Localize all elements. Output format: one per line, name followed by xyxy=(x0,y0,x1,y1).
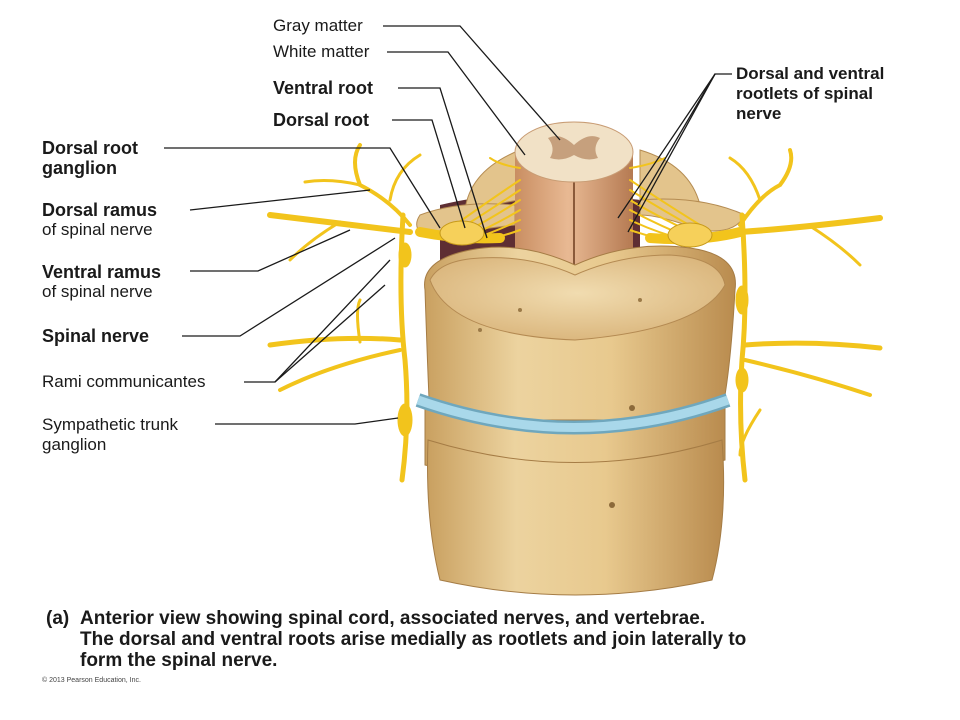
caption-line1: (a) Anterior view showing spinal cord, as… xyxy=(46,608,746,629)
caption-tag: (a) xyxy=(46,608,70,629)
label-rootlets-line2: rootlets of spinal xyxy=(736,84,873,103)
label-ventral-ramus-line2: of spinal nerve xyxy=(42,282,153,301)
label-ventral-ramus: Ventral ramus of spinal nerve xyxy=(42,262,161,302)
label-rootlets: Dorsal and ventral rootlets of spinal ne… xyxy=(736,64,884,124)
spinal-cord xyxy=(514,121,634,272)
figure-caption: (a) Anterior view showing spinal cord, as… xyxy=(46,608,746,671)
label-sympathetic-trunk-ganglion: Sympathetic trunk ganglion xyxy=(42,415,178,455)
label-rootlets-line3: nerve xyxy=(736,104,782,123)
label-stg-line1: Sympathetic trunk xyxy=(42,415,179,434)
nerve-structures xyxy=(267,143,883,483)
label-white-matter: White matter xyxy=(273,42,370,61)
dorsal-root-ganglion-left xyxy=(439,220,485,246)
caption-line2: The dorsal and ventral roots arise media… xyxy=(80,629,747,650)
label-dorsal-ramus-line2: of spinal nerve xyxy=(42,220,153,239)
label-dorsal-ramus-line1: Dorsal ramus xyxy=(42,200,158,220)
label-gray-matter: Gray matter xyxy=(273,16,363,35)
gray-matter-butterfly xyxy=(548,136,600,160)
dorsal-root-ganglion-right xyxy=(667,222,713,248)
label-drg-line1: Dorsal root xyxy=(42,138,139,158)
leader-lines xyxy=(164,25,732,425)
label-rootlets-line1: Dorsal and ventral xyxy=(736,64,885,83)
label-drg-line2: ganglion xyxy=(42,158,117,178)
label-ventral-root: Ventral root xyxy=(273,78,374,98)
copyright-notice: © 2013 Pearson Education, Inc. xyxy=(42,677,141,684)
label-spinal-nerve: Spinal nerve xyxy=(42,326,150,346)
label-dorsal-root-ganglion: Dorsal root ganglion xyxy=(42,138,138,178)
label-ventral-ramus-line1: Ventral ramus xyxy=(42,262,162,282)
label-stg-line2: ganglion xyxy=(42,435,107,454)
label-dorsal-ramus: Dorsal ramus of spinal nerve xyxy=(42,200,157,240)
caption-line3: form the spinal nerve. xyxy=(80,650,278,671)
caption-text-1: Anterior view showing spinal cord, assoc… xyxy=(80,608,706,629)
vertebral-body xyxy=(415,245,736,596)
label-rami-communicantes: Rami communicantes xyxy=(42,372,206,391)
label-dorsal-root: Dorsal root xyxy=(273,110,370,130)
